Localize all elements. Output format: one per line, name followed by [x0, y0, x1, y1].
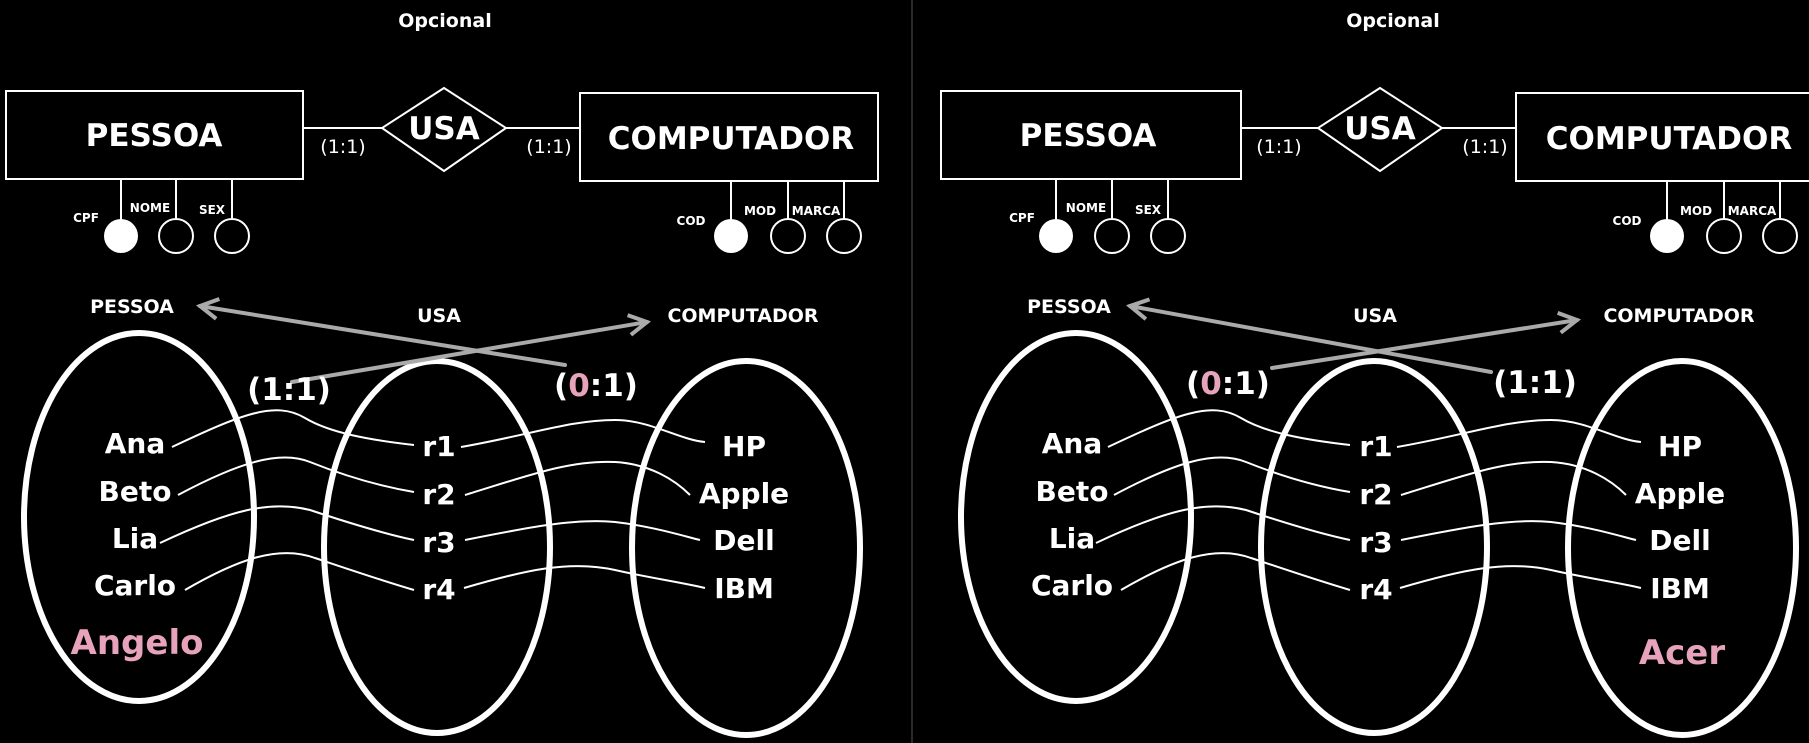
relation-item: r2	[1359, 478, 1392, 511]
set-oval-computador	[1565, 358, 1799, 738]
entity-pessoa-label: PESSOA	[1020, 118, 1157, 154]
set-oval-usa	[321, 358, 553, 736]
relation-item: r4	[422, 573, 455, 606]
relationship-usa-diamond	[1316, 86, 1444, 173]
set-card-right: (1:1)	[1493, 365, 1577, 401]
attr-label-nome: NOME	[1066, 201, 1106, 215]
er-diagram: PESSOA USA (1:1) (1:1) COMPUTADOR CPF NO…	[5, 86, 879, 254]
person-item: Ana	[1042, 427, 1103, 460]
attr-label-sex: SEX	[199, 203, 226, 217]
set-label-computador: COMPUTADOR	[1603, 305, 1754, 327]
set-oval-computador	[629, 358, 863, 738]
relationship-usa-label: USA	[408, 111, 480, 147]
person-item: Ana	[105, 427, 166, 460]
set-diagram: PESSOA USA COMPUTADOR (0:1) (1:1) Ana	[958, 296, 1799, 738]
relation-item: r3	[422, 526, 455, 559]
er-card-left: (1:1)	[1256, 136, 1301, 158]
set-label-pessoa: PESSOA	[90, 296, 174, 318]
mapping-curves	[159, 409, 706, 591]
extra-computer: Acer	[1639, 633, 1726, 673]
attr-label-marca: MARCA	[792, 204, 841, 218]
computer-item: IBM	[714, 572, 774, 605]
attr-key-circle	[1039, 219, 1073, 253]
person-item: Carlo	[1031, 569, 1113, 602]
computer-item: Dell	[1649, 524, 1710, 557]
attr-label-cod: COD	[677, 214, 706, 228]
relation-item: r1	[1359, 430, 1392, 463]
entity-pessoa-box	[5, 90, 304, 180]
er-card-right: (1:1)	[526, 136, 571, 158]
er-card-right: (1:1)	[1462, 136, 1507, 158]
set-label-pessoa: PESSOA	[1027, 296, 1111, 318]
computer-item: Dell	[713, 524, 774, 557]
panel-left: Opcional PESSOA USA (1:1) (1:1) COMPUTAD…	[5, 10, 879, 738]
person-item: Lia	[112, 522, 158, 555]
set-card-left: (1:1)	[247, 372, 331, 408]
attr-label-cpf: CPF	[73, 211, 99, 225]
attr-label-cpf: CPF	[1009, 211, 1035, 225]
attr-label-mod: MOD	[1680, 204, 1712, 218]
person-item: Beto	[99, 475, 172, 508]
attr-label-cod: COD	[1613, 214, 1642, 228]
attr-label-nome: NOME	[130, 201, 170, 215]
set-label-usa: USA	[417, 305, 461, 327]
relation-item: r1	[422, 430, 455, 463]
attr-circle	[770, 218, 806, 254]
set-card-right: (0:1)	[554, 368, 638, 404]
entity-computador-label: COMPUTADOR	[1546, 121, 1793, 157]
set-oval-pessoa	[958, 330, 1194, 704]
attr-circle	[214, 218, 250, 254]
entity-computador-box	[579, 92, 879, 182]
set-oval-pessoa	[21, 330, 257, 704]
entity-computador-label: COMPUTADOR	[608, 121, 855, 157]
entity-pessoa-box	[940, 90, 1242, 180]
relation-item: r2	[422, 478, 455, 511]
computer-item: Apple	[699, 477, 789, 510]
arrow-to-computador	[1270, 320, 1577, 370]
attr-circle	[1150, 218, 1186, 254]
attr-label-mod: MOD	[744, 204, 776, 218]
computer-item: IBM	[1650, 572, 1710, 605]
attr-label-sex: SEX	[1135, 203, 1162, 217]
er-diagram: PESSOA USA (1:1) (1:1) COMPUTADOR CPF NO…	[940, 86, 1809, 254]
er-card-left: (1:1)	[320, 136, 365, 158]
attr-key-circle	[1650, 219, 1684, 253]
panel-title: Opcional	[1346, 10, 1439, 32]
relationship-usa-label: USA	[1344, 111, 1416, 147]
set-oval-usa	[1258, 358, 1490, 736]
attr-circle	[158, 218, 194, 254]
set-diagram: PESSOA USA COMPUTADOR (1:1) (0:1)	[21, 296, 863, 738]
set-label-computador: COMPUTADOR	[667, 305, 818, 327]
panel-title: Opcional	[398, 10, 491, 32]
attr-circle	[1706, 218, 1742, 254]
arrow-to-pessoa	[1130, 306, 1493, 374]
panel-right: Opcional PESSOA USA (1:1) (1:1) COMPUTAD…	[940, 10, 1809, 738]
computer-item: HP	[1658, 430, 1702, 463]
set-card-left: (0:1)	[1186, 366, 1270, 402]
computer-item: Apple	[1635, 477, 1725, 510]
person-item: Carlo	[94, 569, 176, 602]
set-label-usa: USA	[1353, 305, 1397, 327]
arrow-to-computador	[290, 322, 647, 384]
arrow-to-pessoa	[200, 306, 567, 367]
mapping-curves	[1095, 409, 1642, 591]
computer-item: HP	[722, 430, 766, 463]
relation-item: r4	[1359, 573, 1392, 606]
person-item: Beto	[1036, 475, 1109, 508]
entity-pessoa-label: PESSOA	[86, 118, 223, 154]
attr-circle	[1094, 218, 1130, 254]
extra-person: Angelo	[71, 623, 204, 663]
attr-key-circle	[104, 219, 138, 253]
relationship-usa-diamond	[380, 86, 508, 173]
attr-label-marca: MARCA	[1728, 204, 1777, 218]
attr-circle	[1762, 218, 1798, 254]
attr-circle	[826, 218, 862, 254]
person-item: Lia	[1049, 522, 1095, 555]
attr-key-circle	[714, 219, 748, 253]
relation-item: r3	[1359, 526, 1392, 559]
